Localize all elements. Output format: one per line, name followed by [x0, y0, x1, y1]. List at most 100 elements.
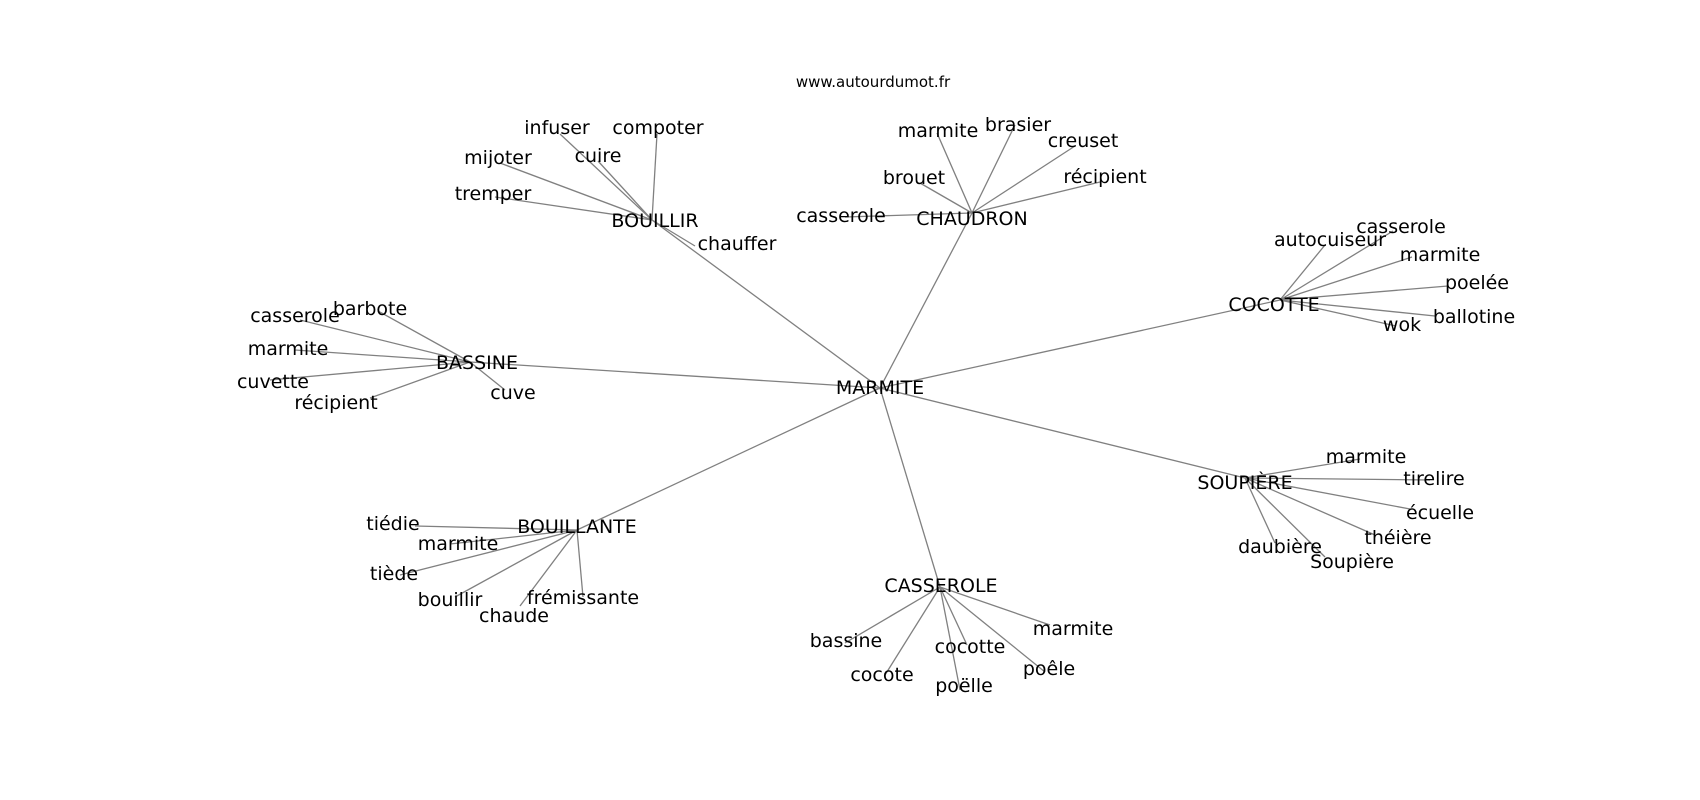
root-node-label: MARMITE — [836, 377, 924, 399]
leaf-label-soupiere-tirelire: tirelire — [1403, 468, 1464, 490]
hub-label-chaudron: CHAUDRON — [916, 208, 1027, 230]
edge-bouillante-bouillir — [454, 529, 578, 598]
leaf-label-bassine-marmite: marmite — [248, 338, 329, 360]
leaf-label-soupiere-daubiere: daubière — [1238, 536, 1322, 558]
leaf-label-cocotte-marmite: marmite — [1400, 244, 1481, 266]
leaf-label-casserole-bassine: bassine — [810, 630, 883, 652]
edge-soupiere-marmite — [1244, 458, 1361, 479]
edge-cocotte-wok — [1279, 299, 1397, 327]
edge-bouillante-marmite — [449, 529, 578, 545]
edge-bouillir-tremper — [494, 196, 653, 221]
labels: MARMITE BOUILLIR infuser compoter cuire mijo… — [237, 114, 1515, 697]
edge-bouillante-chaude — [519, 529, 578, 607]
leaf-label-casserole-poele: poêle — [1023, 658, 1075, 680]
edge-bouillir-infuser — [559, 133, 653, 221]
leaf-label-cocotte-casserole: casserole — [1356, 216, 1446, 238]
leaf-label-soupiere-ecuelle: écuelle — [1406, 502, 1474, 524]
hub-label-casserole: CASSEROLE — [884, 575, 997, 597]
hub-label-soupiere: SOUPIÈRE — [1197, 471, 1292, 494]
edge-root-soupiere — [879, 387, 1246, 479]
leaf-label-bouillante-tiede: tiède — [370, 563, 418, 585]
leaf-label-chaudron-marmite: marmite — [898, 120, 979, 142]
edge-cocotte-casserole — [1279, 230, 1394, 301]
hub-label-bouillante: BOUILLANTE — [517, 516, 637, 538]
edge-casserole-poele — [939, 586, 1046, 673]
edge-bassine-cuvette — [269, 361, 471, 381]
edge-cocotte-autocuiseur — [1279, 244, 1326, 301]
edge-chaudron-creuset — [971, 145, 1076, 214]
leaf-label-soupiere-marmite: marmite — [1326, 446, 1407, 468]
leaf-label-soupiere-soupiere: Soupière — [1310, 551, 1394, 573]
edge-casserole-marmite — [939, 586, 1051, 626]
leaf-label-cocotte-poelee: poelée — [1445, 272, 1509, 294]
edge-root-casserole — [879, 387, 941, 588]
edge-bouillir-chauffer — [651, 219, 696, 247]
leaf-label-bouillir-compoter: compoter — [612, 117, 703, 139]
leaf-label-bouillante-bouillir: bouillir — [418, 589, 483, 611]
edge-chaudron-recipient — [971, 181, 1101, 214]
leaf-label-bassine-cuvette: cuvette — [237, 371, 309, 393]
edge-casserole-poelle — [939, 586, 961, 691]
edge-bassine-casserole — [299, 319, 471, 363]
edge-root-bouillir — [651, 219, 881, 389]
edge-bouillante-tiede — [399, 529, 578, 576]
leaf-label-chaudron-creuset: creuset — [1048, 130, 1119, 152]
edge-casserole-bassine — [844, 586, 941, 644]
edge-bassine-marmite — [294, 349, 471, 363]
edge-bouillir-mijoter — [499, 162, 653, 221]
leaf-label-bassine-recipient: récipient — [294, 392, 377, 414]
edge-bassine-recipient — [369, 361, 471, 399]
hub-label-bouillir: BOUILLIR — [611, 210, 698, 232]
leaf-label-cocotte-autocuiseur: autocuiseur — [1274, 229, 1386, 251]
edge-chaudron-casserole — [844, 212, 973, 218]
leaf-label-chaudron-brouet: brouet — [883, 167, 945, 189]
edge-root-cocotte — [879, 299, 1281, 389]
leaf-label-bouillante-chaude: chaude — [479, 605, 549, 627]
edge-bouillante-fremissante — [576, 529, 584, 598]
edge-soupiere-daubiere — [1244, 477, 1276, 544]
edge-cocotte-ballotine — [1279, 299, 1436, 317]
edge-casserole-cocotte — [939, 586, 968, 646]
hub-label-cocotte: COCOTTE — [1228, 294, 1319, 316]
edges — [269, 124, 1449, 691]
edge-soupiere-soupiere — [1244, 477, 1326, 558]
edge-soupiere-tirelire — [1244, 477, 1431, 481]
edge-root-bassine — [469, 361, 881, 389]
edge-cocotte-marmite — [1279, 256, 1413, 301]
leaf-label-chaudron-brasier: brasier — [985, 114, 1051, 136]
leaf-label-casserole-poelle: poëlle — [935, 675, 993, 697]
leaf-label-cocotte-wok: wok — [1383, 314, 1421, 336]
leaf-label-bassine-barbote: barbote — [333, 298, 407, 320]
leaf-label-bouillir-mijoter: mijoter — [464, 147, 532, 169]
leaf-label-cocotte-ballotine: ballotine — [1433, 306, 1515, 328]
leaf-label-bouillir-infuser: infuser — [524, 117, 590, 139]
edge-chaudron-brouet — [919, 182, 973, 214]
edge-root-bouillante — [576, 387, 881, 531]
leaf-label-soupiere-theiere: théière — [1364, 527, 1431, 549]
hub-label-bassine: BASSINE — [436, 352, 518, 374]
edge-chaudron-brasier — [971, 124, 1016, 214]
edge-bassine-cuve — [469, 361, 506, 391]
edge-bouillir-compoter — [651, 133, 658, 221]
leaf-label-bassine-casserole: casserole — [250, 305, 340, 327]
edge-casserole-cocote — [884, 586, 941, 676]
leaf-label-bouillante-fremissante: frémissante — [527, 587, 639, 609]
leaf-label-casserole-marmite: marmite — [1033, 618, 1114, 640]
leaf-label-chaudron-recipient: récipient — [1063, 166, 1146, 188]
edge-bouillir-cuire — [597, 160, 653, 221]
leaf-label-bouillir-cuire: cuire — [575, 145, 622, 167]
leaf-label-bassine-cuve: cuve — [490, 382, 535, 404]
leaf-label-bouillir-tremper: tremper — [455, 183, 532, 205]
leaf-label-bouillante-tiedie: tiédie — [366, 513, 419, 535]
edge-bassine-barbote — [377, 310, 471, 363]
edge-root-chaudron — [879, 212, 973, 389]
leaf-label-chaudron-casserole: casserole — [796, 205, 886, 227]
edge-chaudron-marmite — [936, 132, 973, 214]
site-label: www.autourdumot.fr — [796, 73, 951, 91]
edge-soupiere-ecuelle — [1244, 477, 1411, 510]
edge-soupiere-theiere — [1244, 477, 1376, 536]
leaf-label-bouillir-chauffer: chauffer — [698, 233, 777, 255]
leaf-label-bouillante-marmite: marmite — [418, 533, 499, 555]
edge-cocotte-poelee — [1279, 285, 1449, 301]
